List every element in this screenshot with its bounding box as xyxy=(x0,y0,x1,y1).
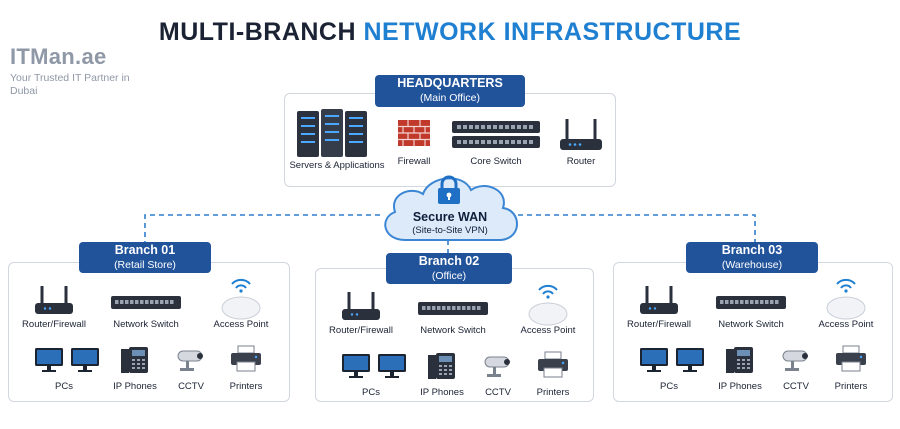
branch-3-ap-label: Access Point xyxy=(818,319,874,330)
pc-monitor-icon xyxy=(34,347,64,378)
network-switch-icon xyxy=(111,296,181,315)
core-switch-icon xyxy=(452,121,540,148)
padlock-icon xyxy=(438,175,460,204)
printer-icon xyxy=(230,345,262,378)
network-switch-icon xyxy=(418,302,488,321)
branch-2-title-pill: Branch 02 (Office) xyxy=(386,253,512,284)
hq-router-label: Router xyxy=(566,156,596,167)
branch-3-router-label: Router/Firewall xyxy=(627,319,691,330)
branch-1-printers-label: Printers xyxy=(229,381,263,392)
ip-phone-icon xyxy=(118,343,150,380)
wan-title: Secure WAN xyxy=(412,210,488,224)
printer-icon xyxy=(537,351,569,384)
branch-3-title: Branch 03 xyxy=(721,243,783,257)
branch-1-ap-label: Access Point xyxy=(213,319,269,330)
pc-monitor-icon xyxy=(675,347,705,378)
branch-2-cctv-label: CCTV xyxy=(485,387,511,398)
wifi-access-point-icon xyxy=(525,280,571,331)
wifi-access-point-icon xyxy=(823,274,869,325)
branch-2-subtitle: (Office) xyxy=(431,270,467,282)
cctv-camera-icon xyxy=(779,347,813,378)
branch-3-printers-label: Printers xyxy=(834,381,868,392)
branch-1-pcs-label: PCs xyxy=(55,381,73,392)
branch-1-title-pill: Branch 01 (Retail Store) xyxy=(79,242,211,273)
branch-3-switch-label: Network Switch xyxy=(718,319,784,330)
hq-servers-label: Servers & Applications xyxy=(289,160,385,171)
printer-icon xyxy=(835,345,867,378)
branch-1-title: Branch 01 xyxy=(114,243,176,257)
branch-2-phones-label: IP Phones xyxy=(420,387,464,398)
ip-phone-icon xyxy=(723,343,755,380)
page-title: MULTI-BRANCH NETWORK INFRASTRUCTURE xyxy=(0,18,900,47)
router-icon xyxy=(34,284,74,321)
brand-tagline: Your Trusted IT Partner in Dubai xyxy=(10,72,130,97)
branch-2-switch-label: Network Switch xyxy=(420,325,486,336)
branch-3-subtitle: (Warehouse) xyxy=(721,259,783,271)
cctv-camera-icon xyxy=(481,353,515,384)
wan-dashed-links xyxy=(144,214,756,253)
title-part-1: MULTI-BRANCH xyxy=(158,18,364,46)
branch-1-switch-label: Network Switch xyxy=(113,319,179,330)
firewall-icon xyxy=(398,120,430,146)
brand-logo: ITMan.ae xyxy=(10,44,107,69)
ip-phone-icon xyxy=(425,349,457,386)
branch-3-title-pill: Branch 03 (Warehouse) xyxy=(686,242,818,273)
cctv-camera-icon xyxy=(174,347,208,378)
branch-3-phones-label: IP Phones xyxy=(718,381,762,392)
network-switch-icon xyxy=(716,296,786,315)
hq-title: HEADQUARTERS xyxy=(397,76,503,90)
branch-2-ap-label: Access Point xyxy=(520,325,576,336)
router-icon xyxy=(639,284,679,321)
server-rack-icon xyxy=(297,109,367,157)
wifi-access-point-icon xyxy=(218,274,264,325)
pc-monitor-icon xyxy=(70,347,100,378)
hq-firewall-label: Firewall xyxy=(397,156,431,167)
hq-core-switch-label: Core Switch xyxy=(470,156,522,167)
branch-2-title: Branch 02 xyxy=(418,254,480,268)
branch-3-cctv-label: CCTV xyxy=(783,381,809,392)
hq-title-pill: HEADQUARTERS (Main Office) xyxy=(375,75,525,107)
branch-2-printers-label: Printers xyxy=(536,387,570,398)
branch-1-router-label: Router/Firewall xyxy=(22,319,86,330)
pc-monitor-icon xyxy=(377,353,407,384)
router-icon xyxy=(560,119,602,150)
branch-1-subtitle: (Retail Store) xyxy=(114,259,176,271)
branch-1-cctv-label: CCTV xyxy=(178,381,204,392)
branch-2-router-label: Router/Firewall xyxy=(329,325,393,336)
pc-monitor-icon xyxy=(341,353,371,384)
wan-subtitle: (Site-to-Site VPN) xyxy=(412,225,488,236)
pc-monitor-icon xyxy=(639,347,669,378)
branch-2-pcs-label: PCs xyxy=(362,387,380,398)
branch-1-phones-label: IP Phones xyxy=(113,381,157,392)
router-icon xyxy=(341,290,381,327)
title-part-2: NETWORK INFRASTRUCTURE xyxy=(363,18,742,46)
hq-subtitle: (Main Office) xyxy=(420,92,480,104)
branch-3-pcs-label: PCs xyxy=(660,381,678,392)
